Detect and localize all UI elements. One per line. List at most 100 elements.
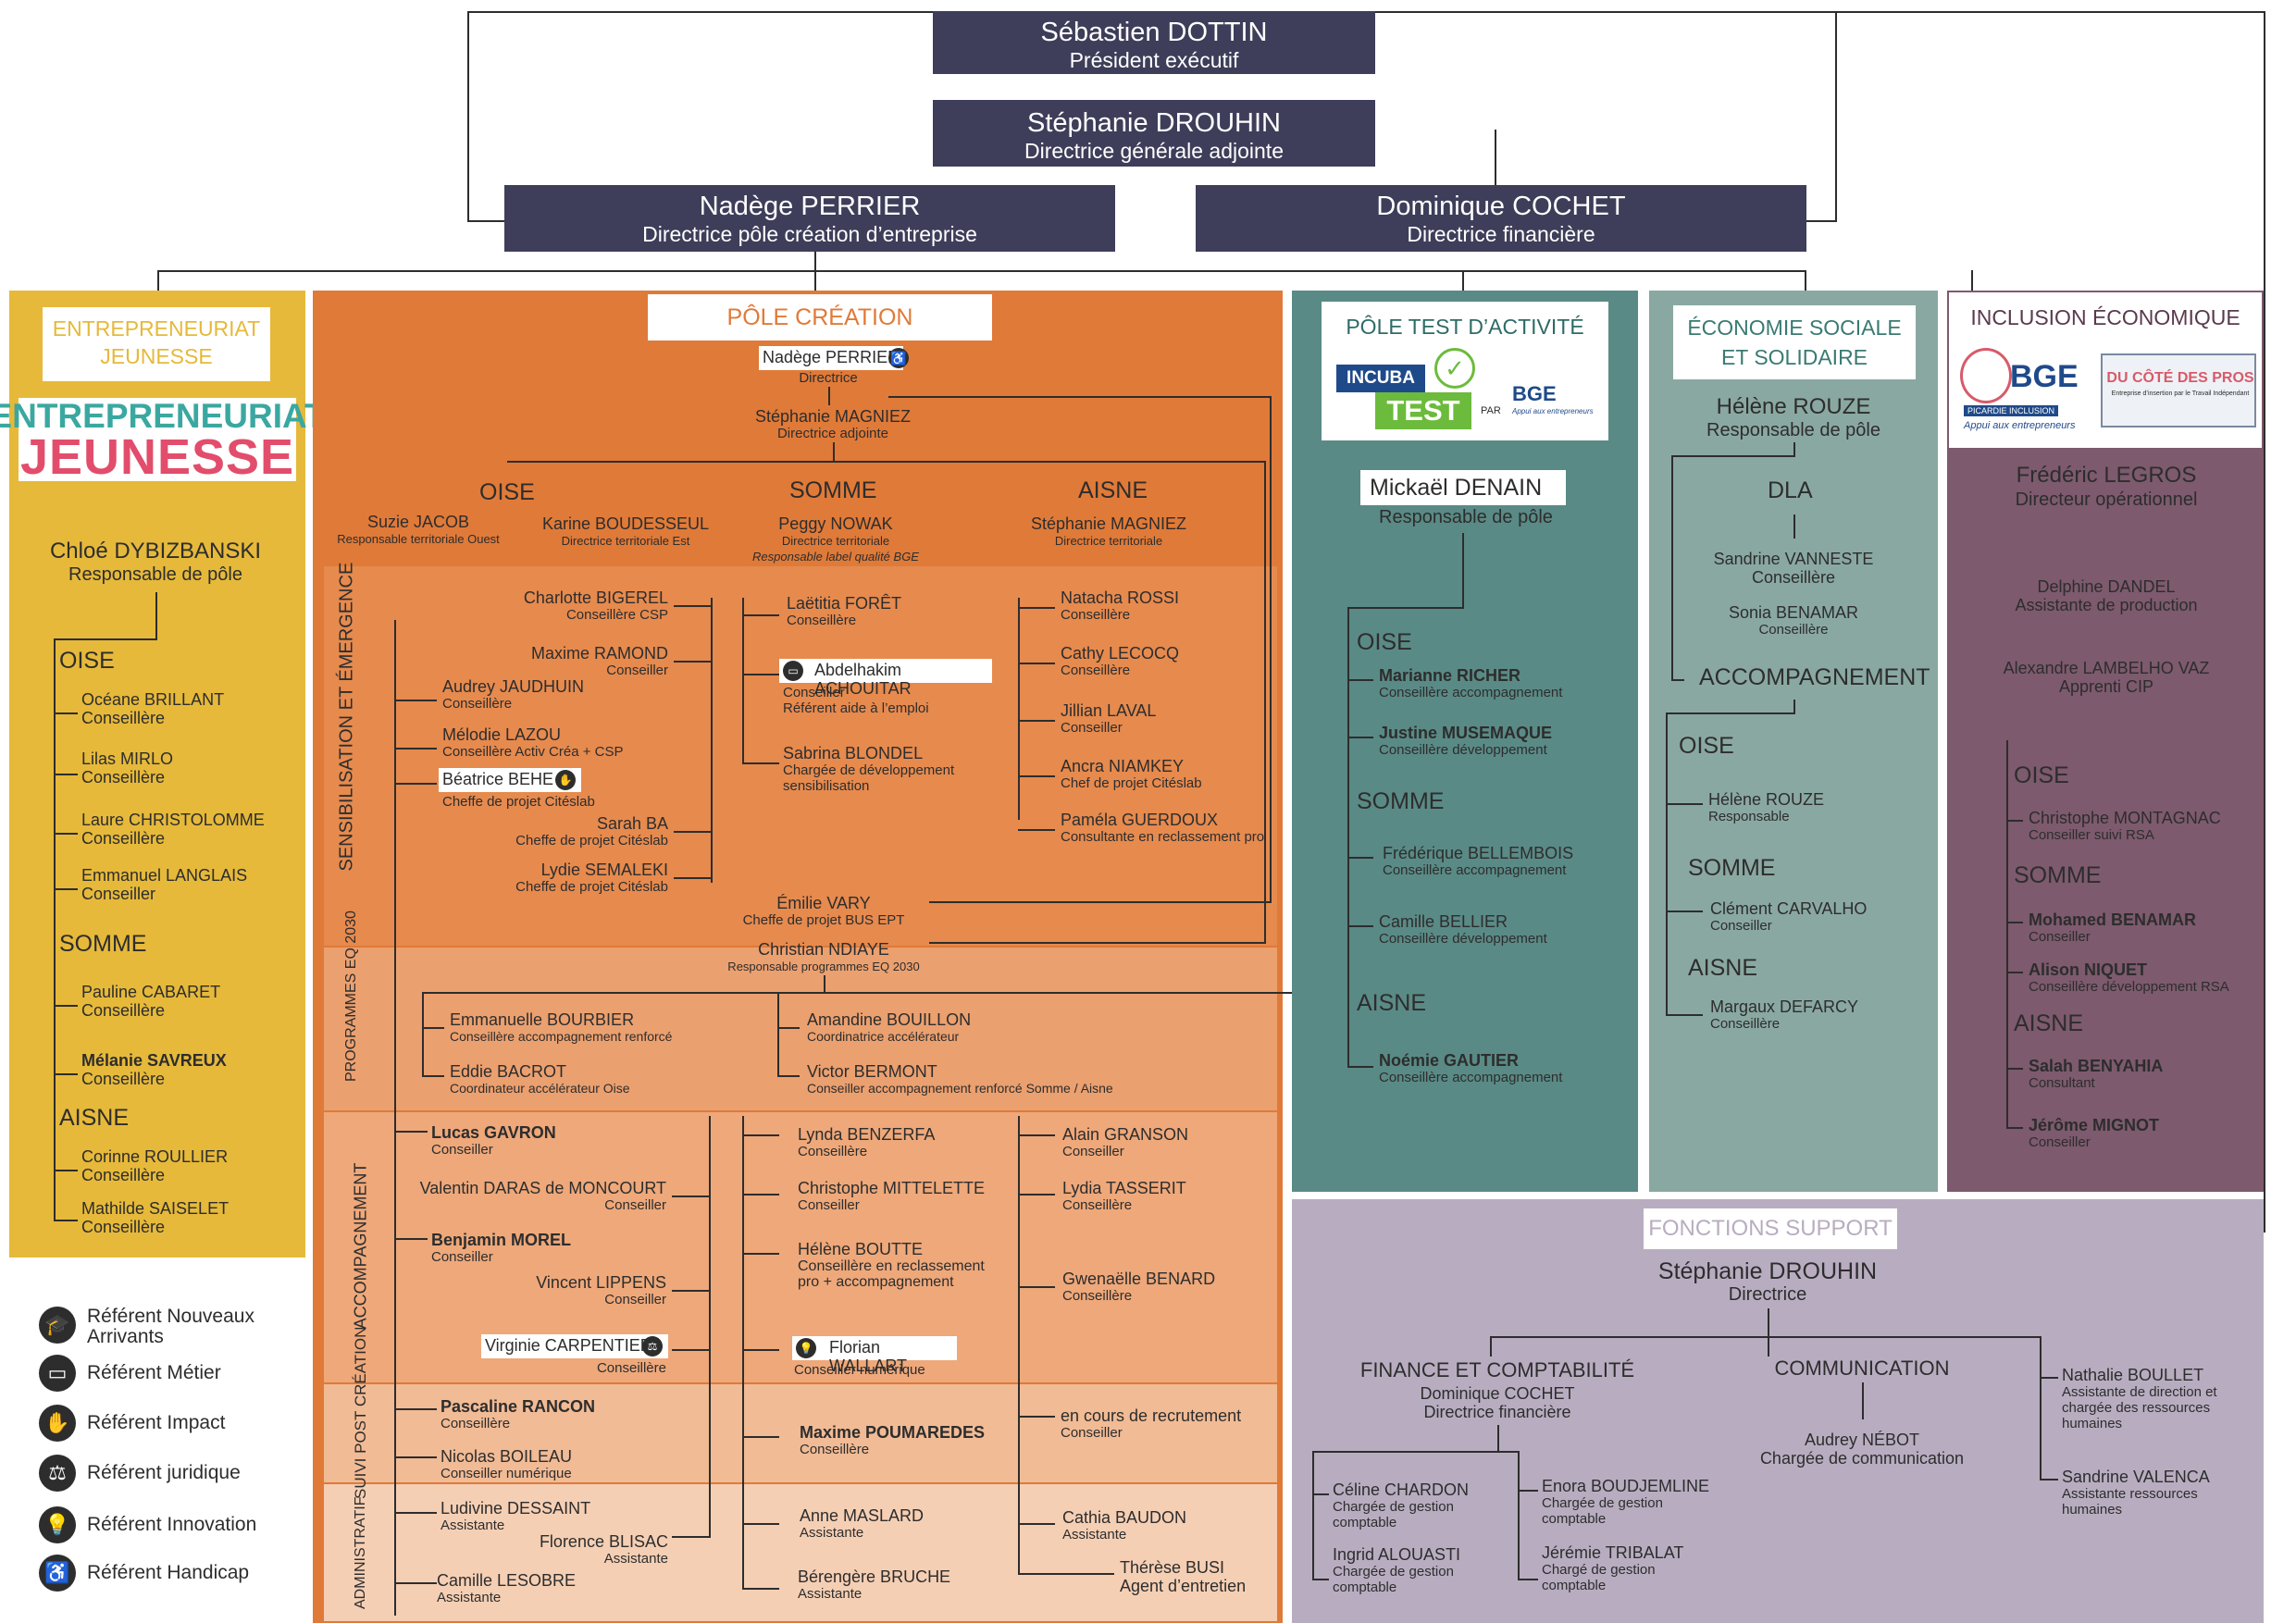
denain-tag: Mickaël DENAIN (1360, 470, 1566, 505)
bge-inclusion-sub2: Appui aux entrepreneurs (1964, 420, 2076, 431)
finance-title: FINANCE ET COMPTABILITÉ (1359, 1358, 1635, 1381)
jeunesse-head: Chloé DYBIZBANSKI Responsable de pôle (50, 539, 261, 585)
test-title: PÔLE TEST D’ACTIVITÉ (1346, 315, 1584, 339)
wallart-tag: Florian WALLART (792, 1336, 957, 1375)
president-name: Sébastien DOTTIN (1040, 18, 1268, 47)
comm-title: COMMUNICATION (1774, 1357, 1950, 1380)
graduation-cap-icon: 🎓 (39, 1307, 76, 1344)
carpentier-tag: Virginie CARPENTIER (481, 1334, 668, 1358)
ess-dla: DLA (1768, 477, 1813, 503)
section-sens: SENSIBILISATION ET ÉMERGENCE (336, 562, 357, 872)
dga-role: Directrice générale adjointe (1024, 139, 1284, 163)
ess-somme: SOMME (1688, 855, 1776, 881)
handshake-icon: ✋ (555, 770, 576, 790)
perrier-role: Directrice pôle création d’entreprise (642, 222, 977, 246)
inclusion-oise: OISE (2014, 762, 2069, 788)
test-panel (1292, 291, 1638, 1192)
dcdp-sub: Entreprise d’insertion par le Travail In… (2111, 390, 2250, 397)
cochet-box: Dominique COCHET Directrice financière (1196, 185, 1806, 252)
president-box: Sébastien DOTTIN Président exécutif (933, 11, 1375, 74)
test-oise: OISE (1357, 629, 1412, 655)
incuba-logo: INCUBA (1336, 365, 1425, 392)
section-acc: ACCOMPAGNEMENT (351, 1162, 370, 1330)
achouitar-tag: Abdelhakim ACHOUITAR (779, 659, 992, 698)
ess-title: ÉCONOMIE SOCIALE ET SOLIDAIRE (1673, 305, 1916, 379)
dga-name: Stéphanie DROUHIN (1027, 108, 1281, 138)
wheelchair-icon: ♿ (39, 1555, 76, 1592)
section-admin: ADMINISTRATIF (353, 1496, 368, 1609)
test-aisne: AISNE (1357, 990, 1427, 1016)
support-panel (1292, 1199, 2264, 1623)
inclusion-somme: SOMME (2014, 862, 2102, 888)
president-role: Président exécutif (1069, 48, 1239, 72)
section-prog: PROGRAMMES EQ 2030 (343, 911, 359, 1082)
test-somme: SOMME (1357, 788, 1445, 814)
acc-oise-role: Conseillère (596, 1360, 666, 1376)
bge-inclusion-sub: PICARDIE INCLUSION (1964, 405, 2059, 416)
lightbulb-icon: 💡 (796, 1338, 816, 1358)
creation-director: Nadège PERRIER (759, 346, 904, 370)
support-title: FONCTIONS SUPPORT (1644, 1208, 1897, 1249)
bge-inclusion-logo: BGE PICARDIE INCLUSION Appui aux entrepr… (1960, 348, 2097, 435)
jeunesse-logo: ENTREPRENEURIAT JEUNESSE (0, 398, 326, 483)
gavel-icon: ⚖ (642, 1336, 663, 1357)
section-suivi: SUIVI POST CRÉATION (352, 1326, 369, 1499)
jeunesse-logo-line1: ENTREPRENEURIAT (0, 397, 326, 435)
jeunesse-head-role: Responsable de pôle (68, 564, 242, 585)
test-logo: TEST (1375, 392, 1471, 429)
sens-oise-role: Cheffe de projet Citéslab (442, 794, 595, 810)
cochet-name: Dominique COCHET (1376, 192, 1626, 221)
cochet-role: Directrice financière (1407, 222, 1595, 246)
creation-oise: OISE (479, 479, 535, 505)
briefcase-icon: ▭ (783, 661, 803, 681)
gavel-icon: ⚖ (39, 1455, 76, 1492)
creation-somme: SOMME (789, 477, 877, 503)
